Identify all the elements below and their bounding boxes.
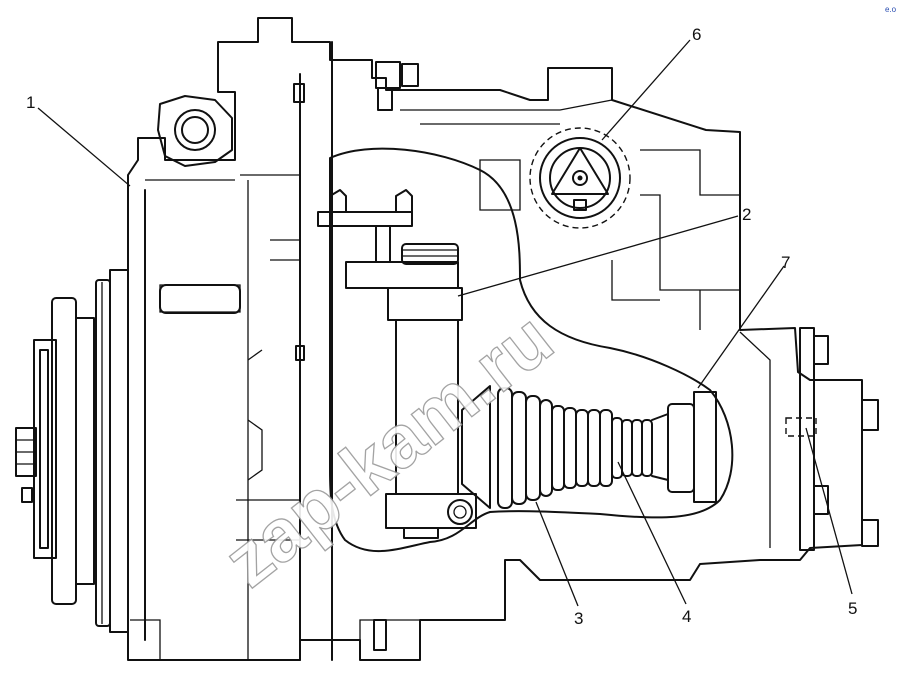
spring-assembly — [461, 385, 717, 509]
governor-housing — [400, 99, 771, 372]
end-cap — [769, 327, 879, 551]
shutoff-solenoid — [529, 127, 631, 229]
callout-7: 7 — [781, 253, 790, 272]
drive-flange — [15, 269, 129, 633]
pump-housing — [127, 17, 863, 661]
callout-6: 6 — [692, 25, 701, 44]
top-fitting — [157, 61, 419, 167]
callout-1: 1 — [26, 93, 35, 112]
leader-lines — [37, 39, 853, 607]
callout-4: 4 — [682, 607, 691, 626]
cutaway-window — [329, 147, 734, 553]
control-valve — [317, 189, 477, 539]
callout-3: 3 — [574, 609, 583, 628]
housing-bolts — [21, 345, 387, 651]
callout-5: 5 — [848, 599, 857, 618]
callouts: 1 2 3 4 5 6 7 — [26, 25, 857, 628]
callout-2: 2 — [742, 205, 751, 224]
corner-mark: e.o — [885, 5, 897, 14]
